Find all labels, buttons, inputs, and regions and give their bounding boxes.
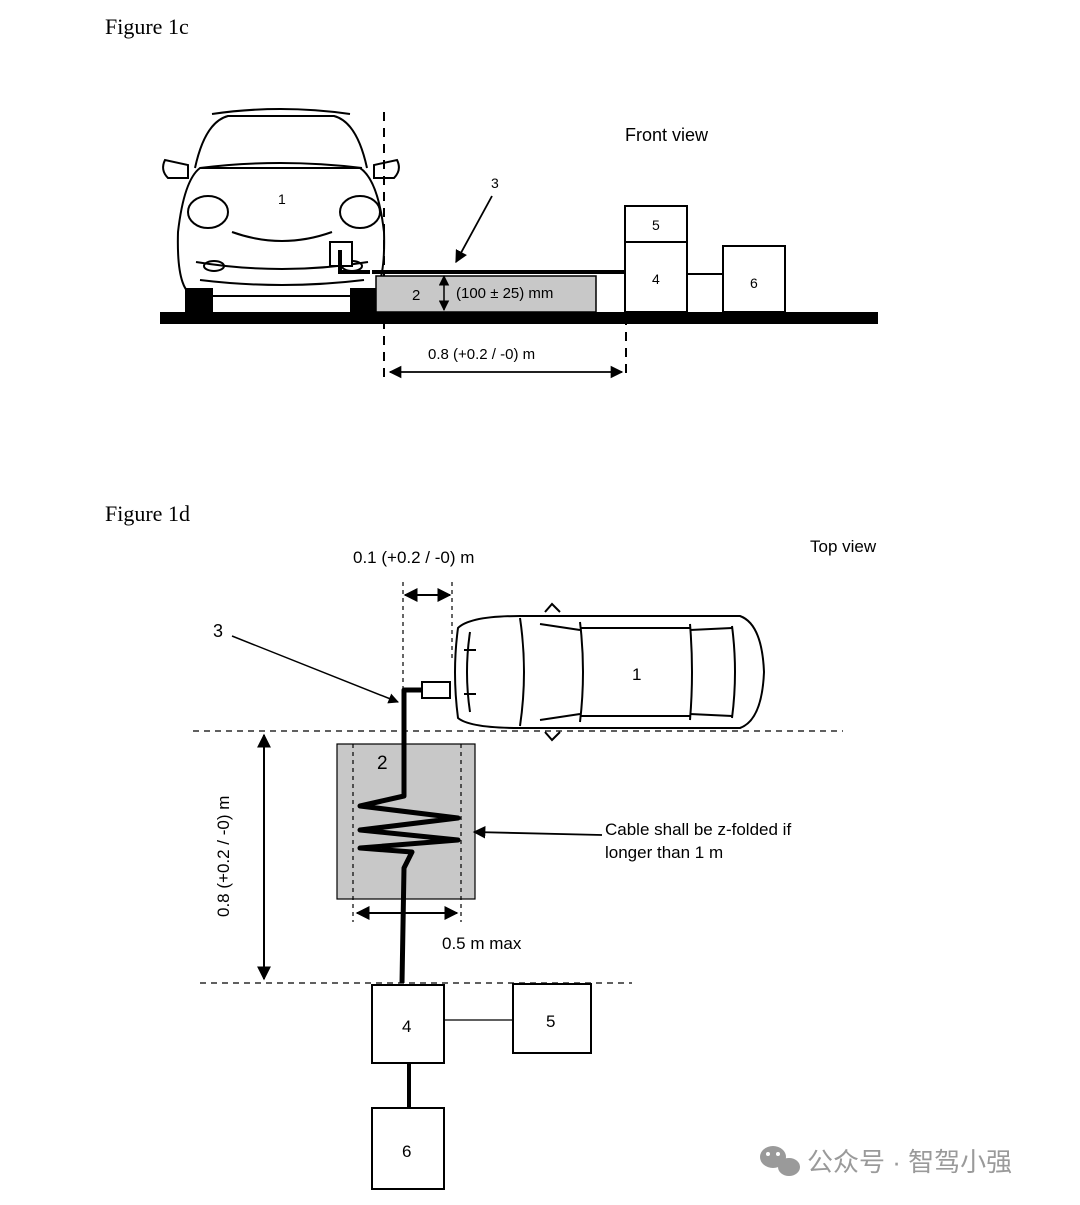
figure-1d-title: Figure 1d (105, 501, 190, 526)
cable-number-label: 3 (491, 175, 499, 191)
box-6-top-label: 6 (402, 1142, 411, 1161)
box-4-front (624, 241, 688, 313)
vehicle-top-number-label: 1 (632, 665, 641, 684)
gap-dimension-label: 0.1 (+0.2 / -0) m (353, 548, 474, 567)
box-6-top (371, 1107, 445, 1190)
cable-lead-front (338, 250, 370, 274)
height-dimension-label: (100 ± 25) mm (456, 285, 553, 302)
front-view-label: Front view (625, 125, 709, 145)
support-block (375, 275, 597, 313)
figure-1d: Figure 1d Top view 0.1 (+0.2 / -0) m 1 (105, 501, 877, 1190)
box-5-label: 5 (652, 217, 660, 233)
vertical-dimension-label: 0.8 (+0.2 / -0) m (214, 796, 233, 917)
charging-inlet-top (421, 681, 451, 699)
cable-top-number-label: 3 (213, 621, 223, 641)
figure-1c: Figure 1c Front view (105, 14, 878, 379)
box-5-top-label: 5 (546, 1012, 555, 1031)
vehicle-number-label: 1 (278, 191, 286, 207)
cable-note-arrow (472, 825, 603, 839)
box-6-label: 6 (750, 275, 758, 291)
ground-line (160, 312, 878, 324)
watermark-text: 公众号 · 智驾小强 (807, 1147, 1012, 1177)
box-4-top-label: 4 (402, 1017, 411, 1036)
distance-dimension-label: 0.8 (+0.2 / -0) m (428, 346, 535, 363)
box-4-top (371, 984, 445, 1064)
figure-1c-title: Figure 1c (105, 14, 189, 39)
cable-z-folded (357, 687, 461, 984)
support-number-label: 2 (412, 287, 420, 304)
watermark: 公众号 · 智驾小强 (760, 1146, 1012, 1177)
cable-pointer-arrow (455, 195, 493, 264)
cable-top-pointer (231, 635, 399, 704)
support-top-number-label: 2 (377, 753, 388, 774)
cable-note-line-2: longer than 1 m (605, 843, 723, 862)
top-view-label: Top view (810, 537, 877, 556)
wechat-icon (760, 1146, 800, 1176)
box-5-top (512, 983, 592, 1054)
width-dimension-label: 0.5 m max (442, 934, 522, 953)
box-4-label: 4 (652, 271, 660, 287)
cable-note-line-1: Cable shall be z-folded if (605, 820, 791, 839)
vehicle-top-view (454, 602, 766, 742)
vehicle-front-view (162, 108, 400, 314)
box-6-front (722, 245, 786, 313)
